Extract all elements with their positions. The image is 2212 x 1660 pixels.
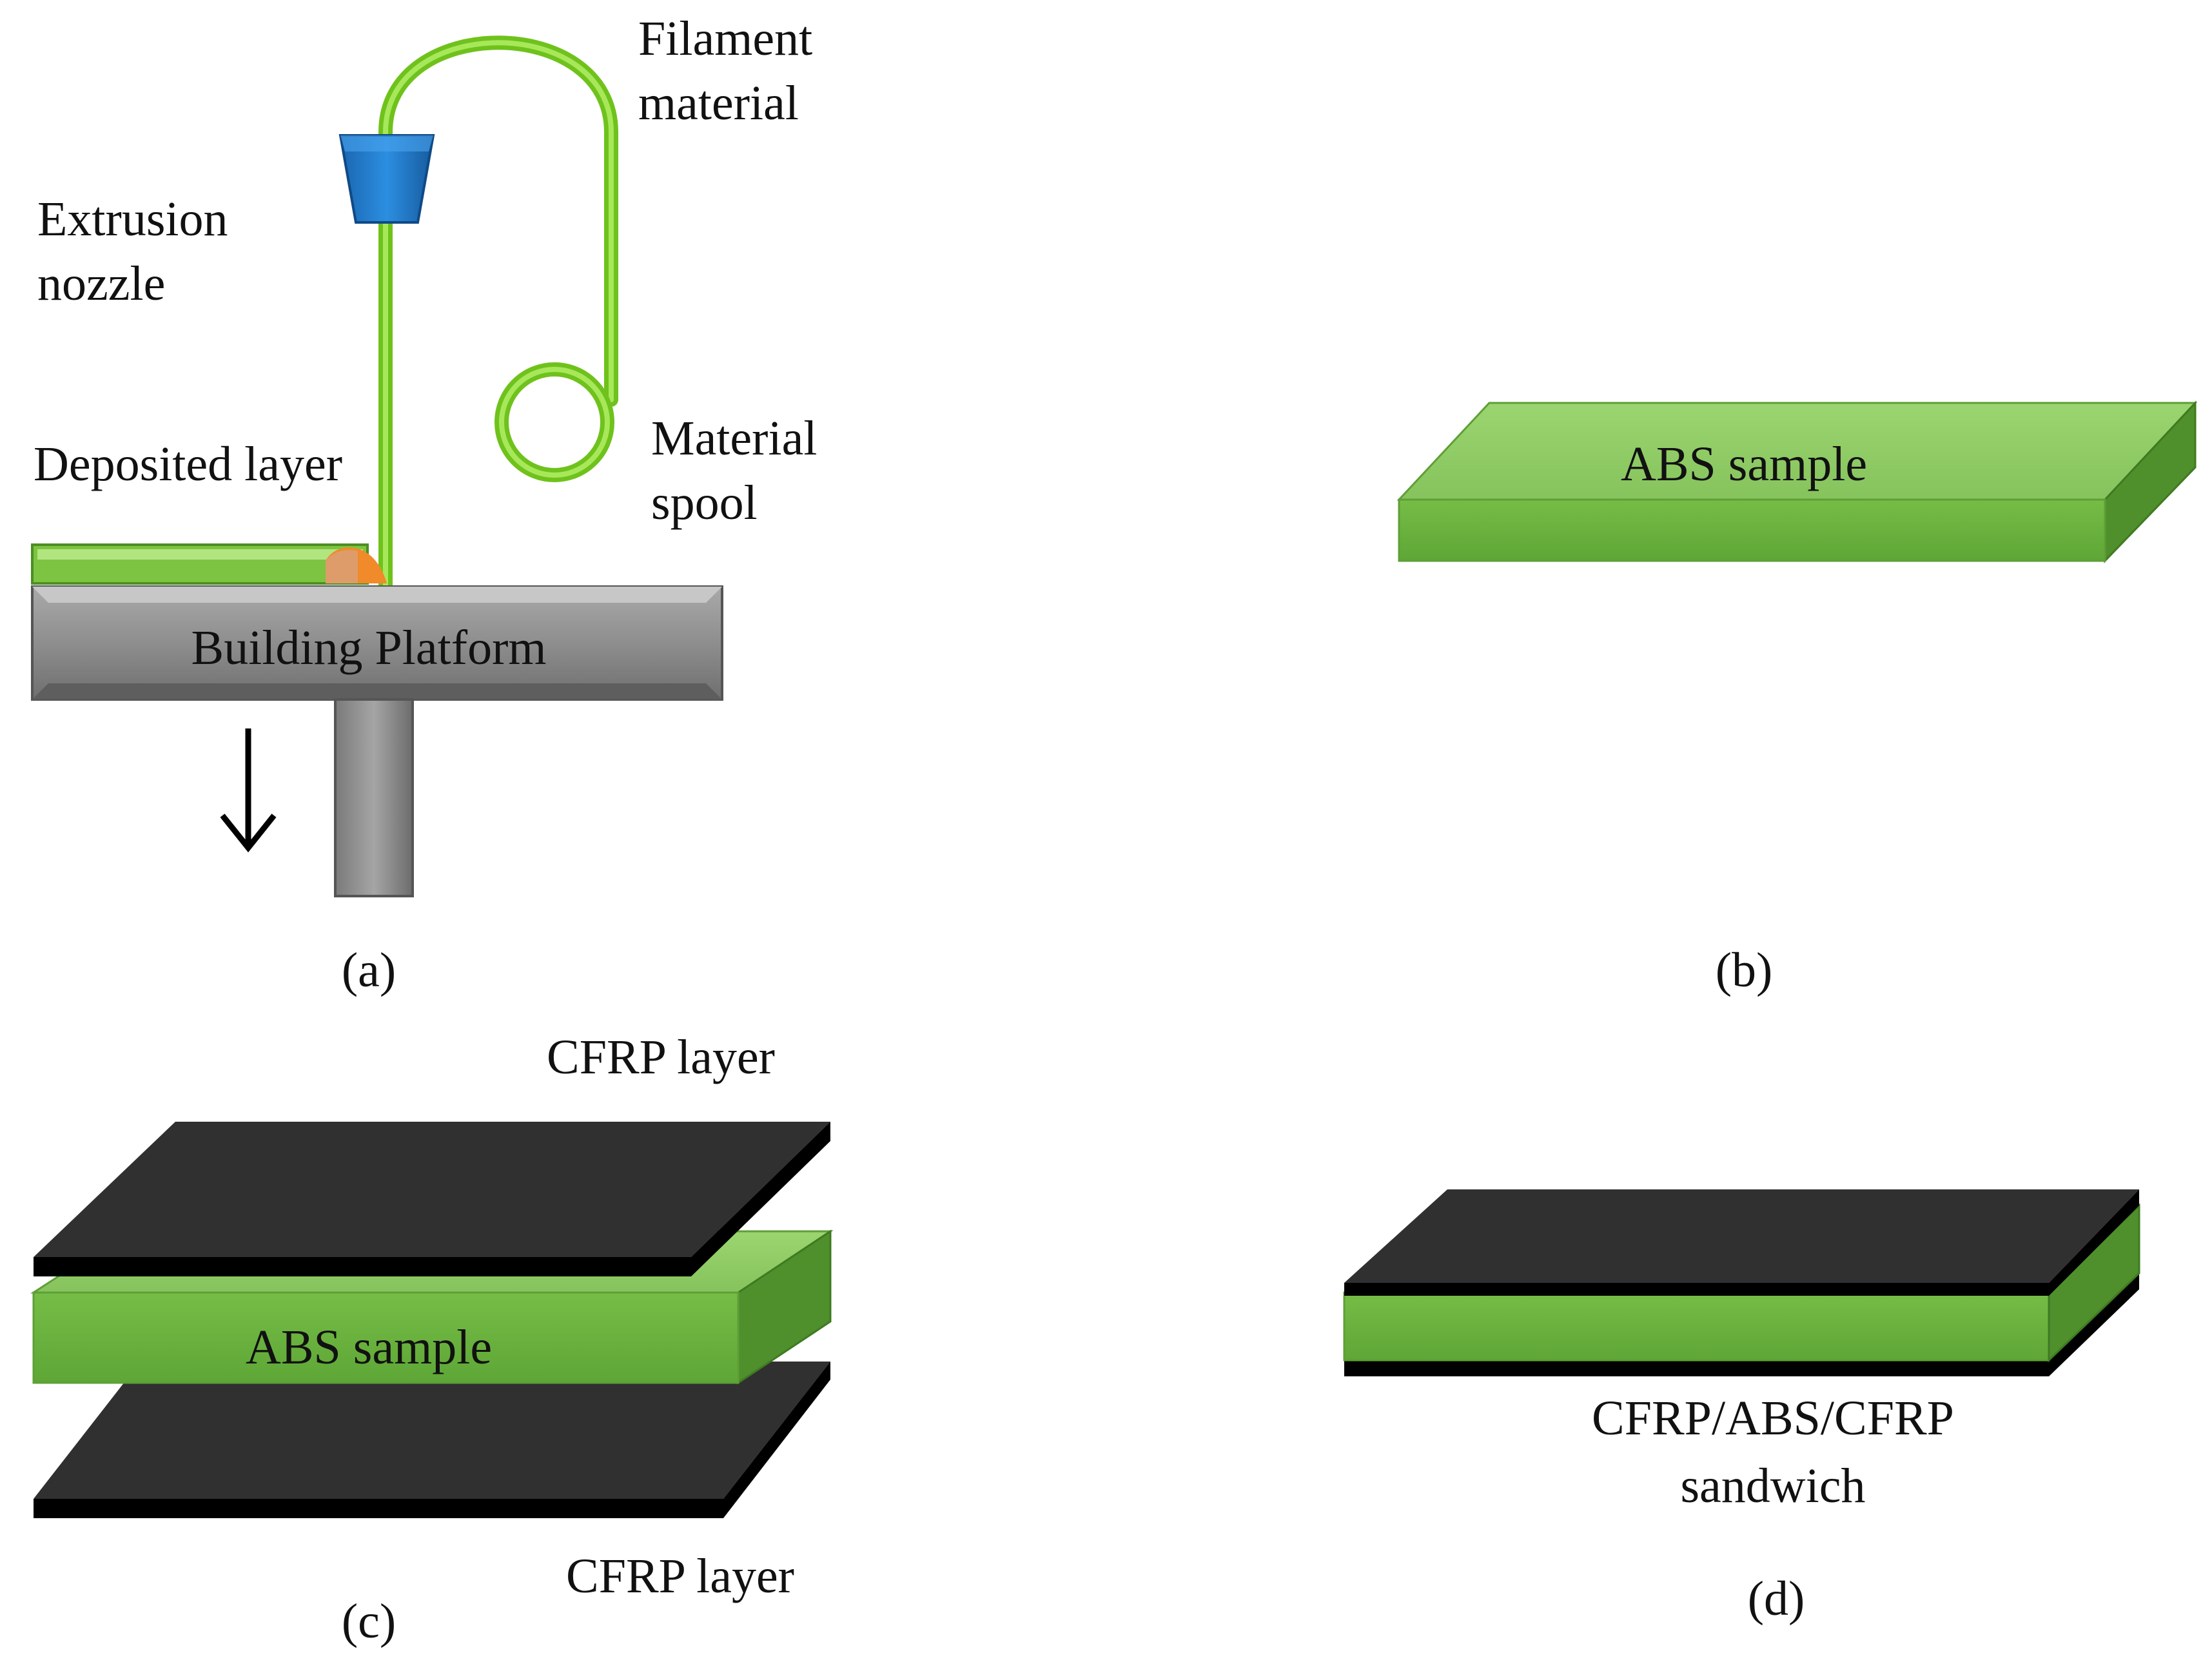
nozzle-label-line2: nozzle bbox=[37, 257, 165, 311]
caption-d: (d) bbox=[1748, 1572, 1805, 1626]
platform-label: Building Platform bbox=[191, 621, 547, 675]
sandwich-block bbox=[1343, 1189, 2140, 1376]
sandwich-label-line1: CFRP/ABS/CFRP bbox=[1592, 1391, 1954, 1445]
panel-b: ABS sample (b) bbox=[1396, 400, 2198, 997]
caption-b: (b) bbox=[1716, 943, 1773, 997]
panel-c: CFRP layer ABS sample CFRP layer (c) bbox=[30, 1030, 834, 1648]
down-arrow-icon bbox=[220, 728, 277, 853]
filament-label-line1: Filament bbox=[638, 12, 812, 66]
platform-post bbox=[334, 698, 414, 897]
abs-sample-block bbox=[1396, 400, 2198, 563]
caption-a: (a) bbox=[342, 943, 396, 997]
cfrp-layer-top bbox=[34, 1122, 830, 1276]
abs-sample-label-b: ABS sample bbox=[1621, 437, 1867, 491]
deposited-layer-label: Deposited layer bbox=[34, 437, 342, 491]
cfrp-top-label: CFRP layer bbox=[547, 1030, 775, 1084]
filament-path bbox=[378, 35, 618, 620]
spool-label-line2: spool bbox=[651, 476, 758, 530]
filament-label-line2: material bbox=[638, 76, 799, 130]
panel-a: Filament material Extrusion nozzle Mater… bbox=[31, 12, 817, 997]
nozzle-label-line1: Extrusion bbox=[37, 192, 228, 246]
sandwich-label-line2: sandwich bbox=[1680, 1459, 1865, 1513]
cfrp-bottom-label: CFRP layer bbox=[566, 1549, 794, 1603]
abs-sample-label-c: ABS sample bbox=[246, 1320, 492, 1374]
panel-d: CFRP/ABS/CFRP sandwich (d) bbox=[1343, 1189, 2140, 1626]
cfrp-layer-bottom bbox=[34, 1362, 830, 1518]
caption-c: (c) bbox=[342, 1594, 396, 1648]
spool-label-line1: Material bbox=[651, 411, 817, 465]
